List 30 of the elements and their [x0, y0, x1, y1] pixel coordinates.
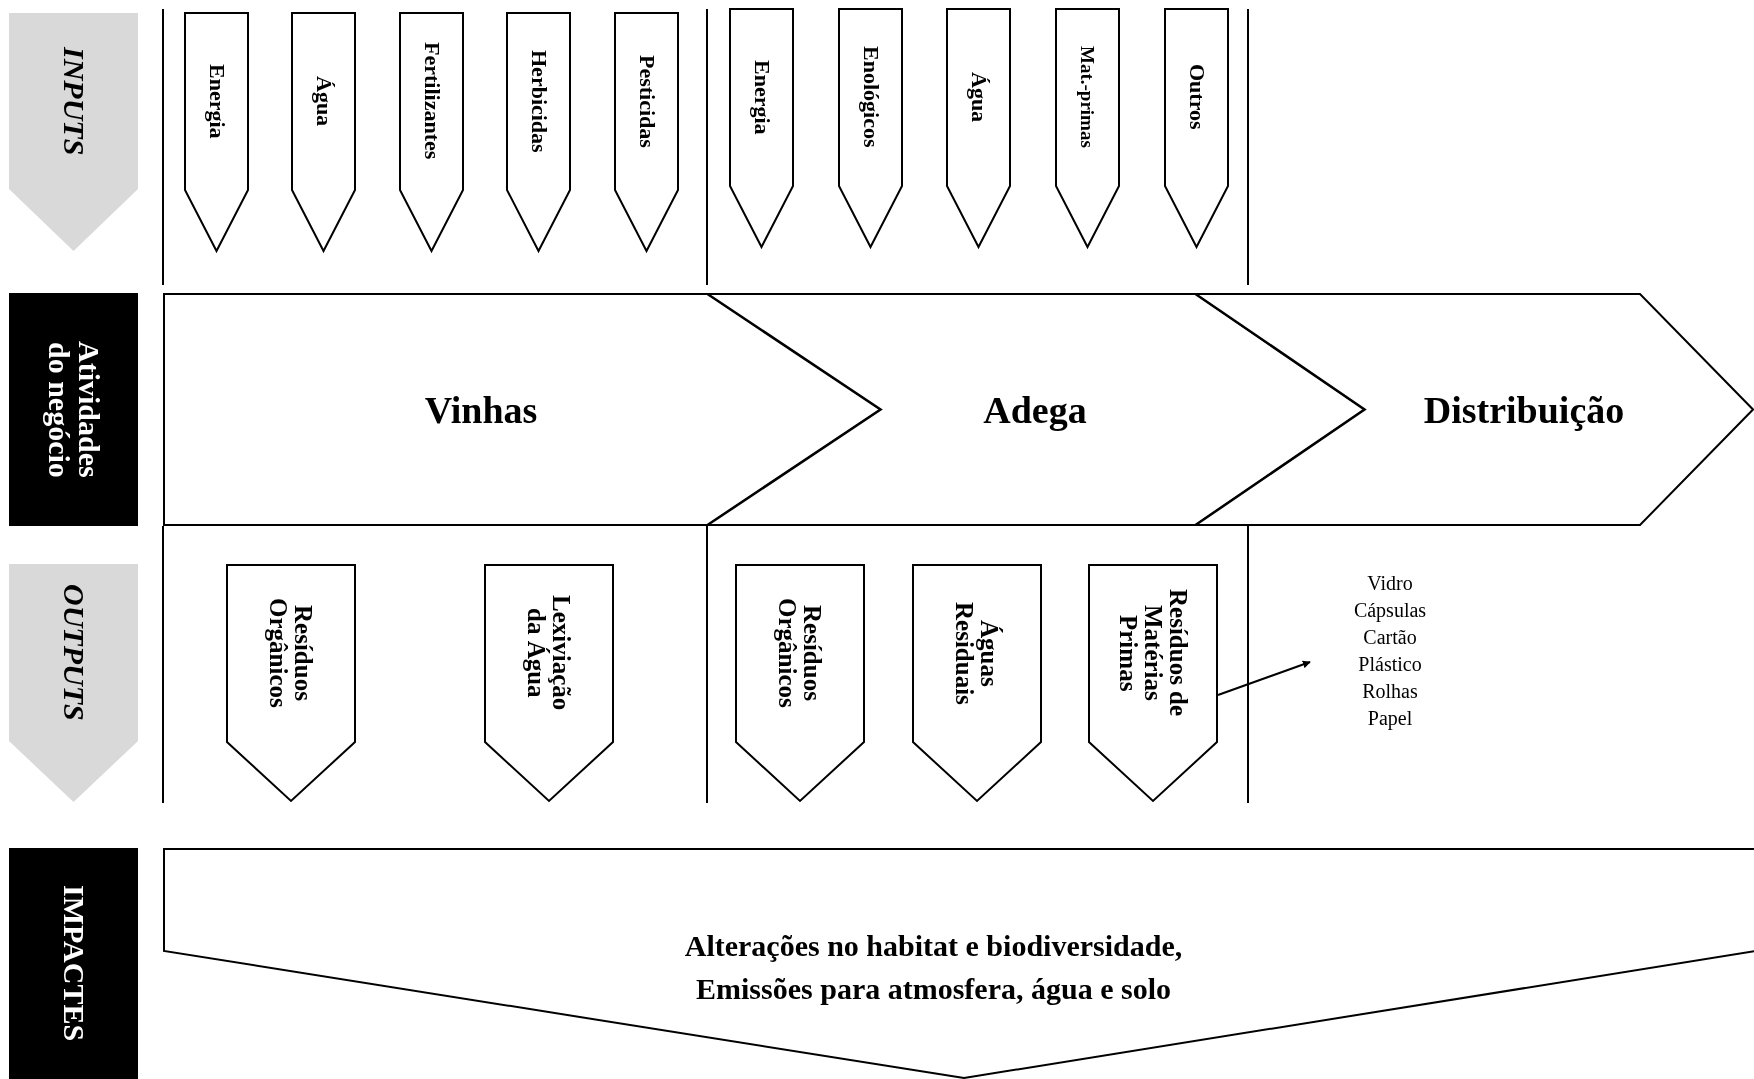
input-label: Fertilizantes	[420, 42, 443, 160]
input-label: Outros	[1185, 64, 1208, 130]
section-label: Atividades do negócio	[43, 340, 104, 480]
material-item: Rolhas	[1362, 679, 1418, 704]
output-label: Resíduos Orgânicos	[266, 597, 316, 710]
section-label: INPUTS	[58, 46, 89, 156]
input-label: Energia	[750, 59, 773, 135]
input-label: Energia	[205, 63, 228, 139]
input-label: Água	[312, 75, 335, 127]
output-label: Águas Residuais	[952, 600, 1002, 707]
output-label: Resíduos Orgânicos	[775, 597, 825, 710]
material-item: Vidro	[1367, 571, 1413, 596]
material-item: Cápsulas	[1353, 598, 1427, 624]
material-item: Papel	[1367, 706, 1413, 732]
activity-label: Adega	[983, 390, 1087, 429]
activity-label: Vinhas	[424, 390, 538, 429]
impact-text: Alterações no habitat e biodiversidade, Emissões para atmosfera, água e solo	[683, 928, 1184, 1007]
section-label: IMPACTES	[58, 885, 89, 1042]
activity-label: Distribuição	[1423, 390, 1625, 429]
input-label: Enológicos	[859, 46, 882, 148]
input-label: Pesticidas	[635, 54, 658, 148]
input-label: Água	[967, 71, 990, 123]
input-label: Mat.-primas	[1078, 46, 1097, 148]
output-label: Resíduos de Matérias Primas	[1115, 588, 1191, 719]
arrow	[1217, 660, 1311, 696]
output-label: Lexiviação da Água	[524, 594, 574, 713]
section-label: OUTPUTS	[58, 584, 89, 721]
input-label: Herbicidas	[527, 49, 550, 153]
material-item: Plástico	[1358, 652, 1422, 677]
material-item: Cartão	[1363, 625, 1417, 650]
